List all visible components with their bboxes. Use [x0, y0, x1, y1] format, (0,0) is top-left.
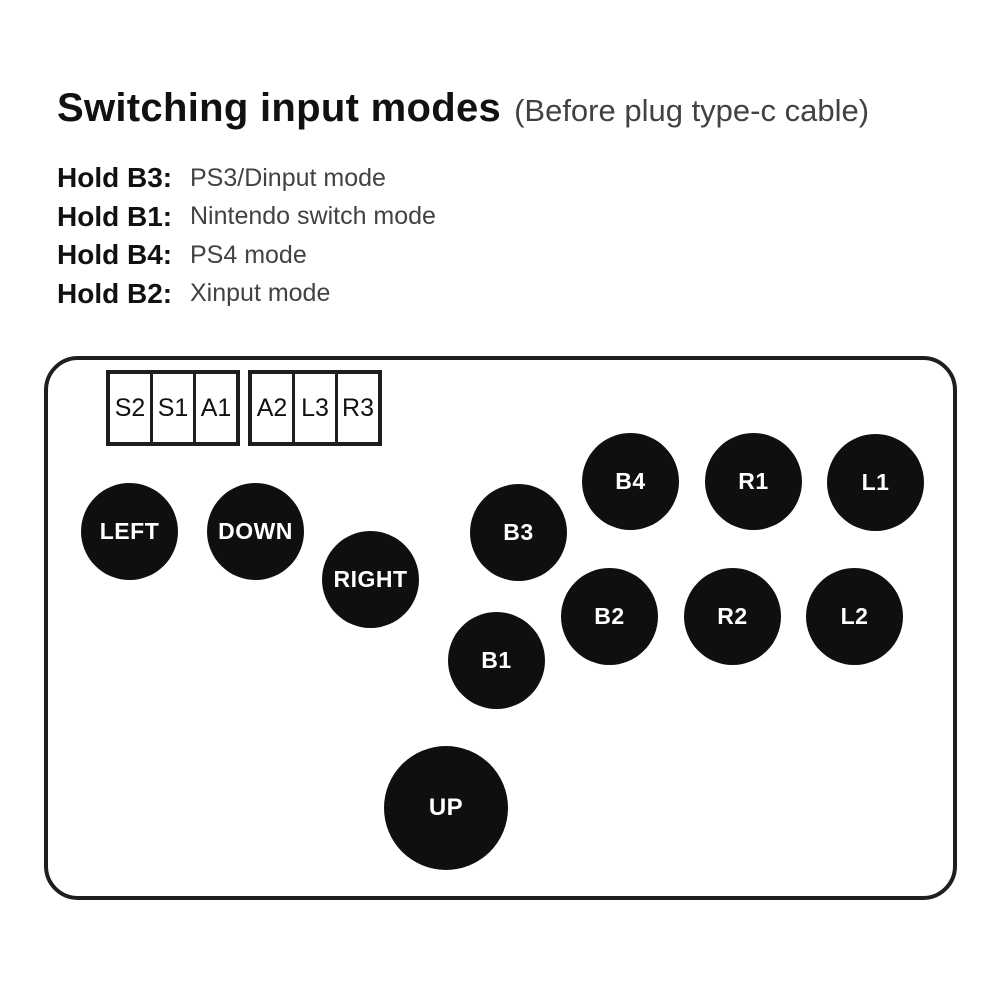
aux-button-r3: R3 [342, 393, 374, 422]
button-down: DOWN [207, 483, 304, 580]
hold-label: Hold B3: [57, 162, 173, 194]
controller-panel: S2 S1 A1 A2 L3 R3 LEFT DOWN RIGHT B3 B1 … [44, 356, 957, 900]
aux-button-s2: S2 [110, 374, 153, 442]
aux-button-a1: A1 [200, 393, 232, 422]
mode-label: PS3/Dinput mode [190, 163, 386, 192]
aux-button-l3: L3 [295, 374, 338, 442]
instruction-row-b3: Hold B3: PS3/Dinput mode [57, 159, 436, 198]
mode-label: PS4 mode [190, 240, 307, 269]
mode-label: Xinput mode [190, 279, 331, 308]
button-l2: L2 [806, 568, 903, 665]
aux-button-a2: A2 [252, 374, 295, 442]
button-label: B3 [503, 519, 534, 545]
page-title-main: Switching input modes [57, 86, 502, 130]
button-label: DOWN [218, 518, 293, 544]
hold-label: Hold B4: [57, 239, 173, 271]
aux-button-strip: S2 S1 A1 A2 L3 R3 [106, 370, 382, 446]
button-b3: B3 [470, 484, 567, 581]
hold-label: Hold B2: [57, 277, 173, 309]
button-b2: B2 [561, 568, 658, 665]
page-title-suffix: (Before plug type-c cable) [514, 93, 870, 128]
button-left: LEFT [81, 483, 178, 580]
button-right: RIGHT [322, 531, 419, 628]
button-label: L1 [861, 469, 890, 495]
button-r2: R2 [684, 568, 781, 665]
button-label: B1 [481, 647, 512, 673]
mode-instructions: Hold B3: PS3/Dinput mode Hold B1: Ninten… [57, 159, 436, 313]
button-label: R1 [738, 468, 769, 494]
mode-label: Nintendo switch mode [190, 202, 436, 231]
hold-label: Hold B1: [57, 200, 173, 232]
button-label: RIGHT [333, 566, 408, 592]
button-label: L2 [840, 603, 869, 629]
button-l1: L1 [827, 434, 924, 531]
aux-button-group-left: S2 S1 A1 [106, 370, 240, 446]
instruction-row-b1: Hold B1: Nintendo switch mode [57, 198, 436, 237]
instruction-row-b2: Hold B2: Xinput mode [57, 275, 436, 314]
button-b1: B1 [448, 612, 545, 709]
button-r1: R1 [705, 433, 802, 530]
aux-button-s1: S1 [153, 374, 196, 442]
button-b4: B4 [582, 433, 679, 530]
button-up: UP [384, 746, 508, 870]
instruction-row-b4: Hold B4: PS4 mode [57, 236, 436, 275]
button-label: R2 [717, 603, 748, 629]
button-label: UP [428, 794, 464, 821]
aux-button-group-right: A2 L3 R3 [248, 370, 382, 446]
button-label: B2 [594, 603, 625, 629]
button-label: B4 [615, 468, 646, 494]
page-title: Switching input modes (Before plug type-… [57, 86, 869, 131]
button-label: LEFT [99, 518, 160, 544]
